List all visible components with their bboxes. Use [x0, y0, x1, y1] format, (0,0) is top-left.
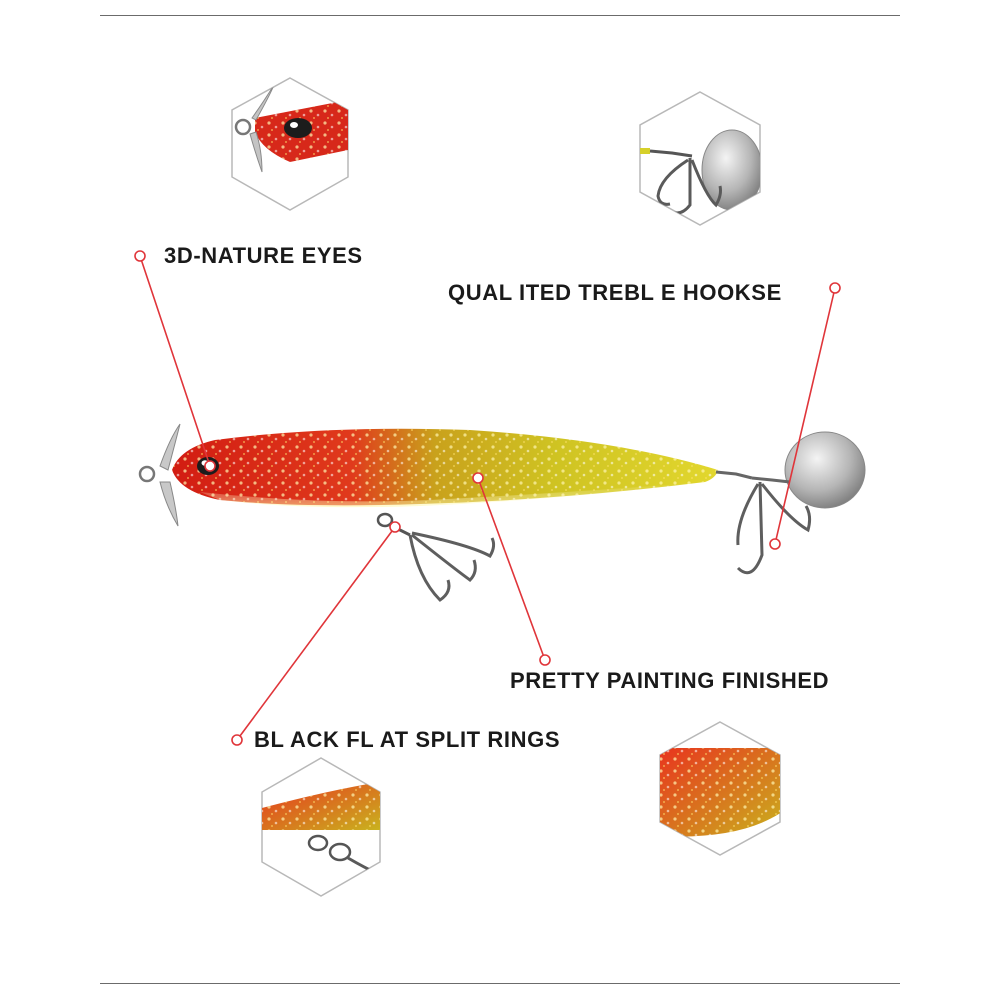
detail-split-rings-thumbnail — [261, 757, 381, 897]
label-3d-nature-eyes: 3D-NATURE EYES — [164, 243, 363, 268]
label-painting-finish: PRETTY PAINTING FINISHED — [510, 668, 830, 693]
bottom-divider — [100, 983, 900, 984]
detail-eyes-thumbnail — [231, 77, 349, 211]
fishing-lure — [138, 423, 866, 602]
detail-hooks-thumbnail — [639, 91, 761, 226]
top-divider — [100, 15, 900, 16]
callout-lines — [134, 250, 841, 746]
label-treble-hooks: QUAL ITED TREBL E HOOKSE — [448, 280, 782, 305]
detail-painting-thumbnail — [659, 721, 781, 856]
split-ring-icon — [307, 834, 329, 852]
label-split-rings: BL ACK FL AT SPLIT RINGS — [254, 727, 561, 752]
